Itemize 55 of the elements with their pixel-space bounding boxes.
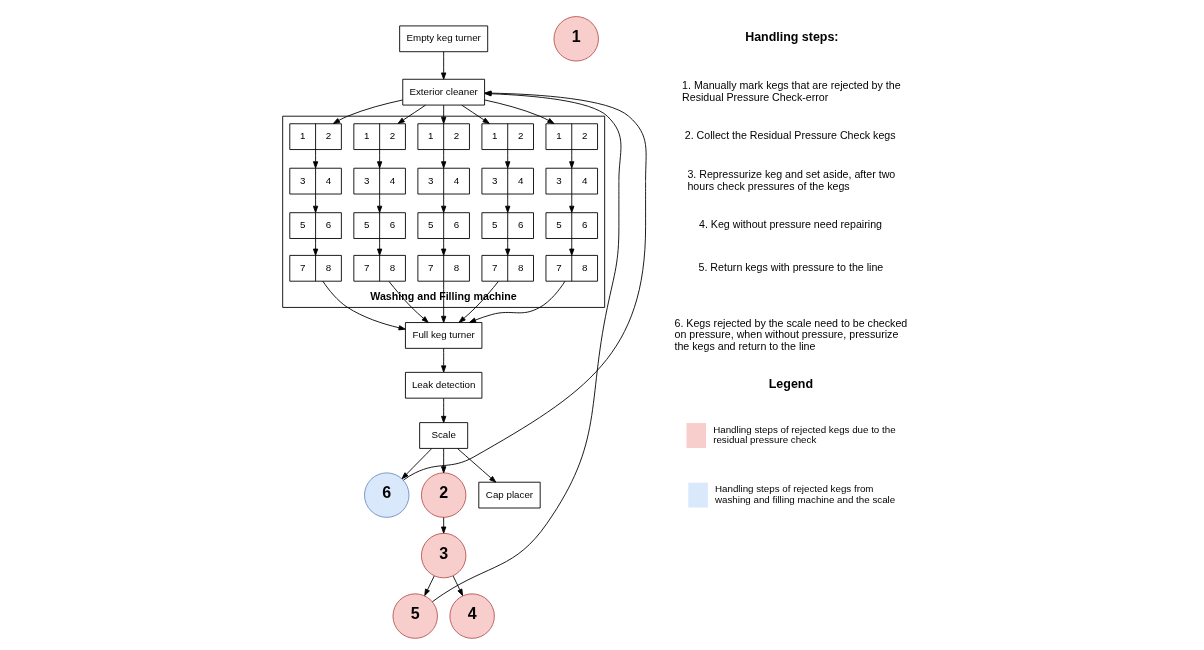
arrow — [377, 238, 383, 256]
arrow — [469, 280, 566, 323]
node-box: Scale — [419, 422, 469, 449]
arrow — [441, 238, 447, 256]
arrow — [452, 575, 464, 596]
arrow — [401, 448, 433, 480]
arrow — [441, 348, 447, 373]
label: 2. Collect the Residual Pressure Check kegs — [684, 129, 896, 142]
arrow — [397, 104, 426, 124]
label: 1. Manually mark kegs that are rejected by the Residual Pressure Check-error — [682, 79, 901, 103]
arrow — [312, 238, 319, 256]
arrow — [569, 149, 575, 169]
arrow — [332, 99, 404, 124]
arrow — [322, 280, 406, 331]
label: Handling steps: — [745, 30, 839, 45]
arrow — [458, 280, 499, 323]
node-circle: 3 — [421, 532, 467, 579]
arrow — [441, 104, 447, 124]
node-box: Exterior cleaner — [402, 78, 486, 106]
label: 3. Repressurize keg and set aside, after two hours check pressures of the kegs — [687, 168, 896, 192]
arrow — [484, 99, 555, 124]
arrow — [505, 149, 511, 169]
label: Legend — [768, 376, 814, 391]
arrow — [441, 517, 447, 534]
arrow — [461, 104, 490, 124]
arrow — [569, 238, 575, 256]
arrow — [441, 397, 447, 423]
label: 4. Keg without pressure need repairing — [698, 218, 882, 231]
node-circle: 5 — [392, 593, 438, 639]
arrow — [388, 280, 429, 323]
arrow — [457, 448, 497, 483]
node-box: Leak detection — [404, 371, 483, 399]
node-box: Full keg turner — [404, 322, 483, 349]
label: 5. Return kegs with pressure to the line — [698, 261, 884, 274]
arrow — [505, 238, 511, 256]
arrow — [377, 149, 383, 169]
arrow — [441, 149, 447, 169]
arrow — [441, 51, 447, 80]
node-circle: 1 — [553, 16, 599, 62]
legend-label: Handling steps of rejected kegs from washing and filling machine and the scale — [714, 483, 896, 505]
arrow — [441, 448, 447, 474]
legend-label: Handling steps of rejected kegs due to the residual pressure check — [713, 423, 896, 446]
arrow — [424, 575, 435, 596]
arrow — [441, 193, 447, 213]
arrow — [505, 193, 511, 213]
node-circle: 4 — [449, 593, 495, 639]
arrow — [569, 193, 575, 213]
arrow — [377, 193, 383, 213]
node-circle: 2 — [421, 472, 467, 518]
arrow — [441, 281, 447, 323]
label: 6. Kegs rejected by the scale need to be checked on pressure, when without pressure, pressurize the kegs and return to the line — [674, 316, 908, 352]
node-box: Empty keg turner — [399, 25, 489, 53]
arrow — [312, 149, 319, 169]
arrow — [312, 193, 319, 213]
node-box: Cap placer — [478, 481, 541, 509]
